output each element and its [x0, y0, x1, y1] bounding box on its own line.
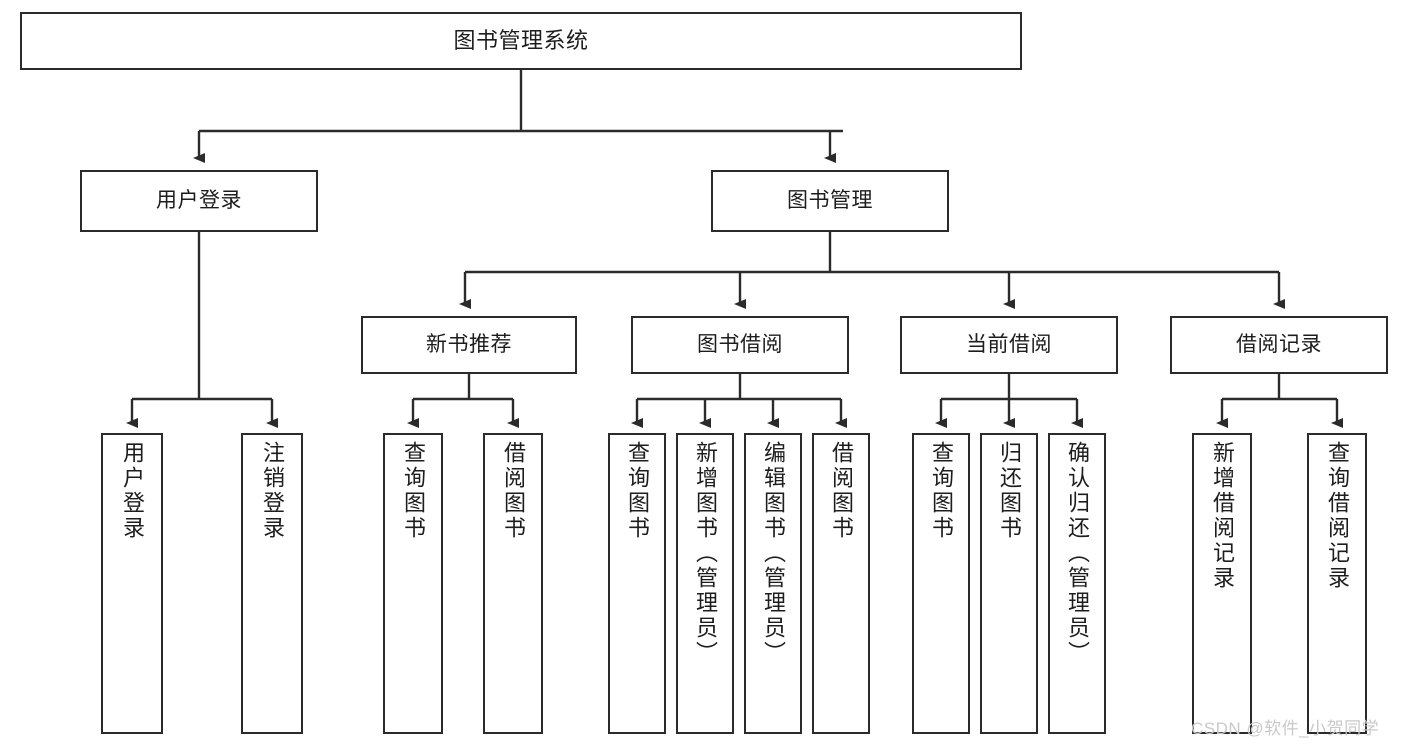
leaf-records-query-record[interactable]: 查询借阅记录 — [1307, 433, 1367, 734]
node-borrow-records[interactable]: 借阅记录 — [1170, 316, 1388, 374]
leaf-current-return-book-label: 归还图书 — [997, 441, 1022, 541]
watermark: CSDN @软件_小贺同学 — [1191, 719, 1380, 738]
leaf-borrow-add-book-admin[interactable]: 新增图书（管理员） — [676, 433, 734, 734]
leaf-current-confirm-return-admin-label: 确认归还（管理员） — [1065, 441, 1090, 666]
node-user-login[interactable]: 用户登录 — [80, 170, 318, 232]
node-book-borrow-label: 图书借阅 — [697, 332, 783, 356]
leaf-records-add-record[interactable]: 新增借阅记录 — [1192, 433, 1252, 734]
leaf-recommend-query-book[interactable]: 查询图书 — [383, 433, 443, 734]
leaf-borrow-add-book-admin-label: 新增图书（管理员） — [693, 441, 718, 666]
leaf-recommend-borrow-book[interactable]: 借阅图书 — [483, 433, 543, 734]
node-borrow-records-label: 借阅记录 — [1236, 332, 1322, 356]
node-root[interactable]: 图书管理系统 — [20, 12, 1022, 70]
leaf-current-confirm-return-admin[interactable]: 确认归还（管理员） — [1048, 433, 1106, 734]
leaf-borrow-edit-book-admin[interactable]: 编辑图书（管理员） — [744, 433, 802, 734]
node-current-borrow-label: 当前借阅 — [966, 332, 1052, 356]
node-book-borrow[interactable]: 图书借阅 — [631, 316, 849, 374]
leaf-borrow-query-book-label: 查询图书 — [625, 441, 650, 541]
leaf-records-add-record-label: 新增借阅记录 — [1210, 441, 1235, 591]
leaf-user-login-login-label: 用户登录 — [120, 441, 145, 541]
leaf-recommend-query-book-label: 查询图书 — [401, 441, 426, 541]
node-book-management[interactable]: 图书管理 — [711, 170, 949, 232]
leaf-borrow-borrow-book[interactable]: 借阅图书 — [812, 433, 870, 734]
leaf-borrow-query-book[interactable]: 查询图书 — [608, 433, 666, 734]
leaf-records-query-record-label: 查询借阅记录 — [1325, 441, 1350, 591]
leaf-current-query-book[interactable]: 查询图书 — [912, 433, 970, 734]
node-new-book-recommend-label: 新书推荐 — [426, 332, 512, 356]
node-current-borrow[interactable]: 当前借阅 — [900, 316, 1118, 374]
leaf-current-return-book[interactable]: 归还图书 — [980, 433, 1038, 734]
leaf-user-login-logout[interactable]: 注销登录 — [241, 433, 303, 734]
node-book-management-label: 图书管理 — [787, 188, 873, 212]
leaf-current-query-book-label: 查询图书 — [929, 441, 954, 541]
leaf-recommend-borrow-book-label: 借阅图书 — [501, 441, 526, 541]
leaf-user-login-logout-label: 注销登录 — [260, 441, 285, 541]
leaf-borrow-edit-book-admin-label: 编辑图书（管理员） — [761, 441, 786, 666]
leaf-borrow-borrow-book-label: 借阅图书 — [829, 441, 854, 541]
node-root-label: 图书管理系统 — [453, 28, 589, 54]
node-new-book-recommend[interactable]: 新书推荐 — [361, 316, 577, 374]
node-user-login-label: 用户登录 — [156, 188, 242, 212]
leaf-user-login-login[interactable]: 用户登录 — [101, 433, 163, 734]
